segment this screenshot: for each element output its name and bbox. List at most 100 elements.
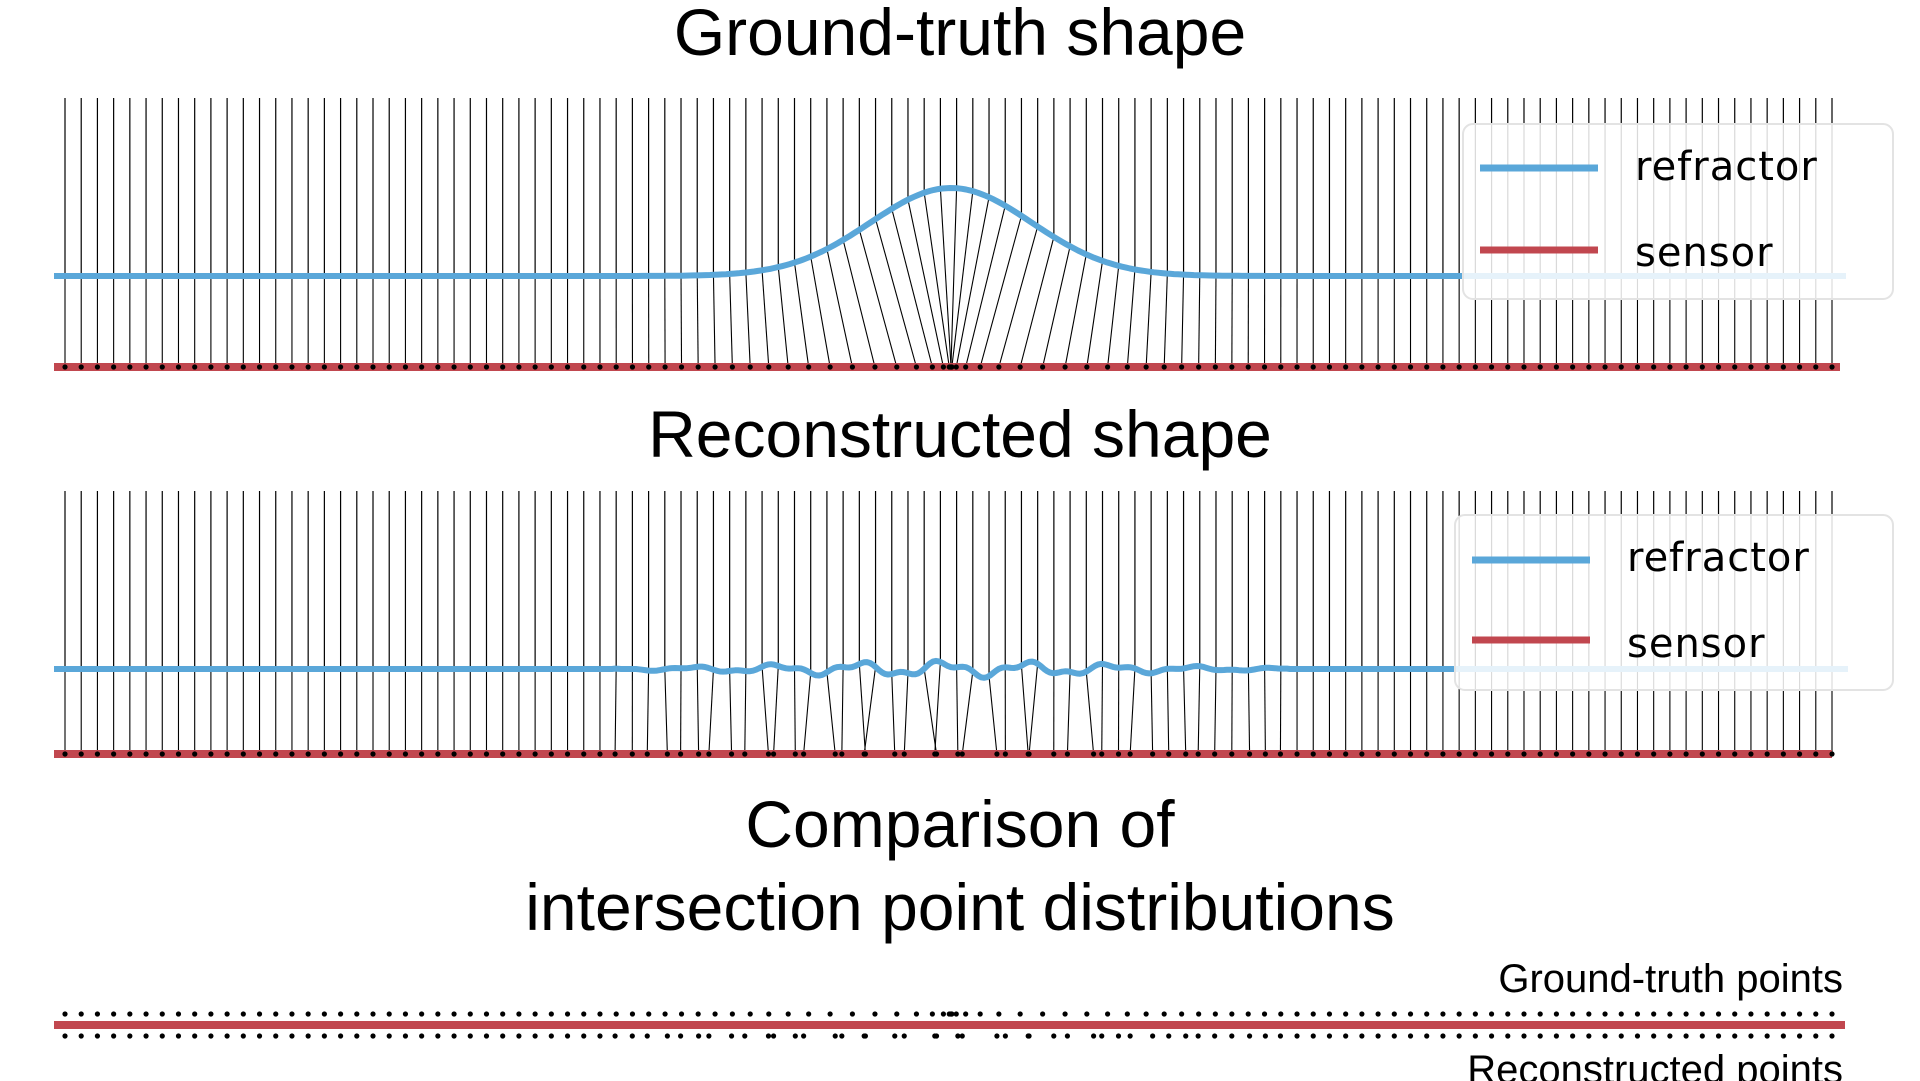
intersection-point (564, 751, 571, 757)
intersection-point (289, 751, 295, 757)
refracted-ray (841, 667, 844, 755)
reconstructed-point (1715, 1033, 1722, 1039)
intersection-point (94, 364, 101, 370)
intersection-point (1651, 751, 1657, 757)
ground-truth-point (208, 1011, 214, 1017)
refracted-ray (1150, 673, 1154, 755)
reconstructed-point (612, 1033, 618, 1039)
reconstructed-point (1391, 1033, 1397, 1039)
refracted-ray (773, 665, 779, 755)
ground-truth-point (597, 1011, 603, 1017)
ground-truth-point (127, 1011, 133, 1017)
ground-truth-point (224, 1011, 230, 1017)
intersection-point (1667, 751, 1673, 757)
reconstructed-point (839, 1033, 845, 1039)
intersection-point (1195, 751, 1201, 757)
reconstructed-point (1748, 1033, 1754, 1039)
intersection-point (612, 751, 618, 757)
ground-truth-point (1586, 1011, 1592, 1017)
ground-truth-point (1179, 1011, 1185, 1017)
reconstructed-point (1375, 1033, 1381, 1039)
intersection-point (1229, 364, 1235, 370)
intersection-point (94, 751, 101, 757)
reconstructed-point (706, 1033, 712, 1039)
ground-truth-point (1813, 1011, 1819, 1017)
intersection-point (143, 364, 149, 370)
intersection-point (806, 364, 812, 370)
ground-truth-point (1245, 1011, 1251, 1017)
ground-truth-point (305, 1011, 311, 1017)
ground-truth-point (1440, 1011, 1446, 1017)
refracted-ray (696, 666, 700, 755)
ground-truth-point (159, 1011, 165, 1017)
intersection-point (1261, 364, 1268, 370)
ground-truth-point (240, 1011, 246, 1017)
reconstructed-point (1051, 1033, 1057, 1039)
reconstructed-point (192, 1033, 198, 1039)
intersection-point (1456, 751, 1462, 757)
intersection-point (435, 364, 441, 370)
intersection-point (1064, 751, 1071, 757)
ground-truth-point (747, 1011, 753, 1017)
intersection-point (1505, 751, 1511, 757)
ground-truth-point (1537, 1011, 1543, 1017)
intersection-point (1407, 364, 1414, 370)
refracted-ray (1066, 671, 1071, 755)
refracted-ray (761, 270, 770, 368)
intersection-point (273, 364, 279, 370)
intersection-point (1488, 751, 1495, 757)
intersection-point (370, 364, 376, 370)
ground-truth-points-row (62, 1011, 1835, 1017)
reconstructed-point (696, 1033, 702, 1039)
intersection-point (955, 751, 961, 757)
intersection-point (111, 364, 117, 370)
intersection-point (500, 751, 506, 757)
reconstructed-point (1651, 1033, 1657, 1039)
intersection-point (1521, 751, 1527, 757)
ground-truth-point (1407, 1011, 1414, 1017)
intersection-point (208, 751, 214, 757)
intersection-point (1456, 364, 1462, 370)
reconstructed-point (1732, 1033, 1738, 1039)
refracted-ray (1183, 668, 1187, 755)
intersection-point (192, 751, 198, 757)
ground-truth-point (953, 1011, 959, 1017)
reconstructed-point (386, 1033, 392, 1039)
intersection-point (728, 751, 735, 757)
intersection-point (977, 364, 983, 370)
intersection-point (1196, 364, 1202, 370)
refracted-ray (1019, 236, 1055, 368)
intersection-point (664, 751, 670, 757)
ground-truth-point (1278, 1011, 1284, 1017)
intersection-point (78, 364, 84, 370)
intersection-point (963, 364, 969, 370)
reconstructed-point (1343, 1033, 1349, 1039)
ground-truth-point (1505, 1011, 1511, 1017)
intersection-point (832, 751, 838, 757)
reconstructed-point (111, 1033, 117, 1039)
intersection-point (386, 364, 392, 370)
intersection-point (581, 364, 587, 370)
ground-truth-point (1456, 1011, 1462, 1017)
intersection-point (696, 751, 702, 757)
reconstructed-point (1359, 1033, 1365, 1039)
reconstructed-point (483, 1033, 490, 1039)
reconstructed-point (564, 1033, 571, 1039)
intersection-point (861, 751, 867, 757)
intersection-point (305, 364, 311, 370)
intersection-point (402, 364, 409, 370)
ground-truth-point (806, 1011, 812, 1017)
intersection-point (644, 751, 650, 757)
intersection-point (1813, 364, 1819, 370)
legend-refractor-label: refractor (1635, 144, 1818, 190)
refracted-ray (793, 262, 810, 368)
refracted-ray (998, 226, 1039, 368)
intersection-point (1472, 364, 1478, 370)
refracted-ray (950, 188, 958, 368)
reconstructed-point (159, 1033, 165, 1039)
ground-truth-point (629, 1011, 636, 1017)
reconstructed-point (62, 1033, 68, 1039)
intersection-point (1062, 364, 1068, 370)
reconstructed-point (1634, 1033, 1641, 1039)
